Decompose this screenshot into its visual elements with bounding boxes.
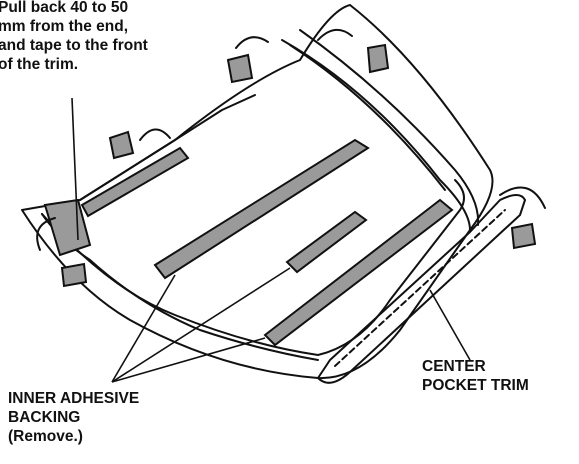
backing-strip-right (263, 198, 454, 347)
pullback-note-line-4: of the trim. (0, 56, 79, 73)
pull-arrow-top-right (317, 29, 353, 41)
pullback-note-line-2: mm from the end, (0, 18, 129, 35)
tape-tab-top-left (226, 53, 254, 84)
pull-arrow-top-left (235, 36, 269, 49)
center-pocket-trim-label: CENTER POCKET TRIM (422, 357, 529, 395)
inner-adhesive-backing-label: INNER ADHESIVE BACKING (Remove.) (8, 389, 139, 446)
center-pocket-trim (317, 194, 526, 384)
inner-adhesive-backing-line-1: INNER ADHESIVE (8, 390, 140, 407)
pull-arrow-left (139, 128, 171, 141)
tape-tab-right (510, 222, 537, 250)
tape-tab-top-right (366, 43, 390, 74)
tape-tab-left-top (108, 130, 135, 160)
tray-outline (21, 4, 494, 380)
right-trim-band-outer (281, 29, 480, 231)
leader-top-note (71, 97, 79, 241)
pullback-note: Pull back 40 to 50 mm from the end, and … (0, 0, 148, 74)
leader-backing-3 (111, 337, 266, 383)
center-pocket-trim-line-1: CENTER (422, 358, 486, 375)
center-pocket-trim-line-2: POCKET TRIM (422, 377, 529, 394)
backing-strip-top-left (80, 146, 190, 218)
inner-adhesive-backing-line-2: BACKING (8, 409, 81, 426)
backing-strip-left (153, 138, 370, 280)
pullback-note-line-3: and tape to the front (0, 37, 148, 54)
inner-adhesive-backing-line-3: (Remove.) (8, 428, 83, 445)
leader-trim (429, 289, 471, 361)
pull-arrow-left-bottom (36, 217, 56, 251)
backing-strip-middle (285, 210, 368, 274)
tape-tab-left-bottom (60, 262, 88, 288)
left-flap (79, 94, 256, 201)
leader-backing-2 (111, 267, 291, 383)
leader-backing-1 (111, 274, 176, 383)
pullback-note-line-1: Pull back 40 to 50 (0, 0, 129, 16)
pull-arrow-right (499, 186, 546, 209)
right-trim-band-inner (289, 44, 446, 191)
center-pocket-trim-stitch (334, 209, 506, 367)
tape-strip-left (43, 198, 92, 257)
